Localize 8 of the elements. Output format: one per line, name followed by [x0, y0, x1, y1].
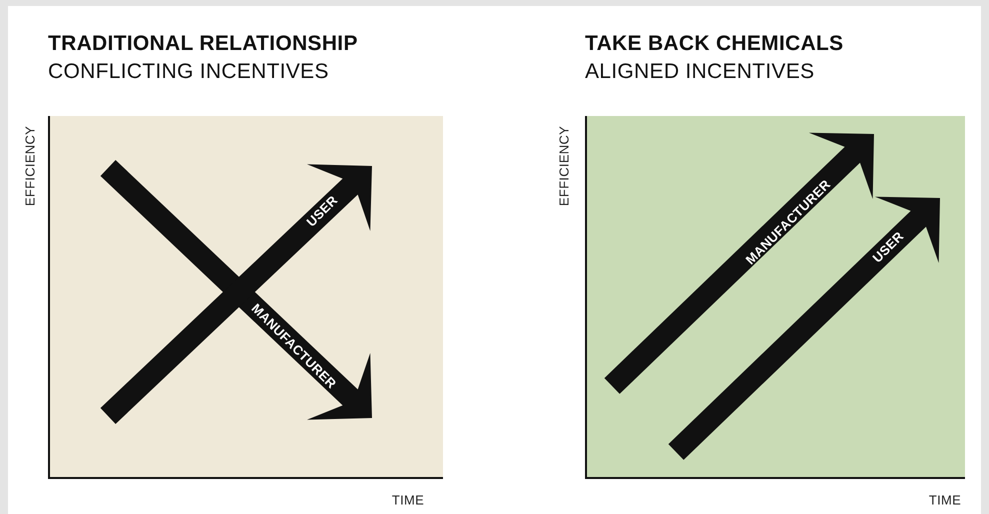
axis-label: EFFICIENCY — [556, 126, 572, 206]
axis-label: TIME — [928, 492, 962, 508]
panel-subtitle: CONFLICTING INCENTIVES — [48, 59, 330, 85]
axis-label: TIME — [392, 492, 424, 508]
panel-subtitle: ALIGNED INCENTIVES — [585, 59, 816, 85]
panel-title: TAKE BACK CHEMICALS — [585, 31, 844, 57]
axis-label: EFFICIENCY — [22, 126, 38, 206]
panel-title: TRADITIONAL RELATIONSHIP — [48, 31, 359, 57]
